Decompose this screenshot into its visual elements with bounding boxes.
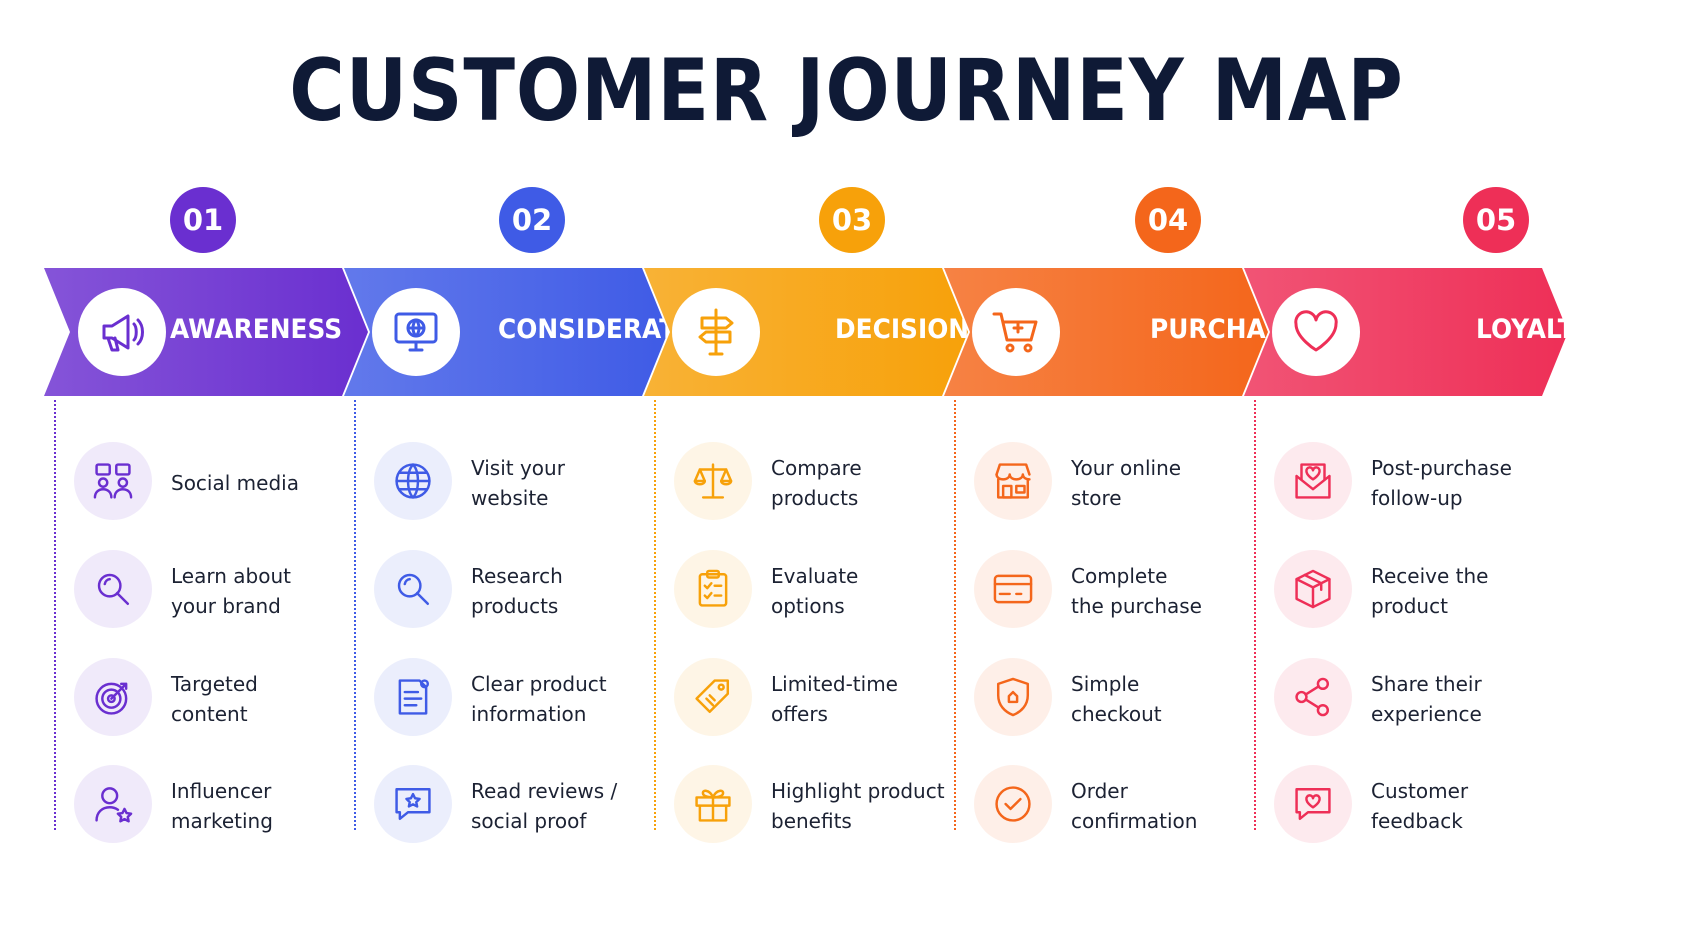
touchpoint-item: Customer feedback <box>1274 765 1574 847</box>
share-icon <box>1274 658 1352 736</box>
chat-star-icon <box>374 765 452 843</box>
shield-icon <box>974 658 1052 736</box>
touchpoint-item: Read reviews / social proof <box>374 765 674 847</box>
storefront-icon <box>974 442 1052 520</box>
stage-label: DECISION <box>835 314 970 345</box>
touchpoint-item: Limited-time offers <box>674 658 974 740</box>
globe-icon <box>374 442 452 520</box>
stage-label: AWARENESS <box>170 314 343 345</box>
touchpoint-label: Order confirmation <box>1071 779 1198 833</box>
touchpoint-label: Read reviews / social proof <box>471 779 618 833</box>
package-icon <box>1274 550 1352 628</box>
clipboard-check-icon <box>674 550 752 628</box>
magnifier-icon <box>374 550 452 628</box>
shopping-cart-icon <box>972 288 1060 376</box>
magnifier-icon <box>74 550 152 628</box>
touchpoint-label: Learn about your brand <box>171 564 291 618</box>
scales-icon <box>674 442 752 520</box>
touchpoint-item: Targeted content <box>74 658 374 740</box>
heart-icon <box>1272 288 1360 376</box>
step-number-badge: 01 <box>170 187 236 253</box>
credit-card-icon <box>974 550 1052 628</box>
touchpoint-label: Compare products <box>771 456 862 510</box>
document-icon <box>374 658 452 736</box>
step-number-badge: 04 <box>1135 187 1201 253</box>
touchpoint-item: Learn about your brand <box>74 550 374 632</box>
touchpoint-item: Complete the purchase <box>974 550 1274 632</box>
touchpoint-item: Social media <box>74 442 374 524</box>
envelope-heart-icon <box>1274 442 1352 520</box>
chat-heart-icon <box>1274 765 1352 843</box>
touchpoint-label: Clear product information <box>471 672 607 726</box>
touchpoint-item: Research products <box>374 550 674 632</box>
touchpoint-label: Complete the purchase <box>1071 564 1202 618</box>
touchpoint-item: Receive the product <box>1274 550 1574 632</box>
step-number-badge: 05 <box>1463 187 1529 253</box>
touchpoint-item: Your online store <box>974 442 1274 524</box>
touchpoint-label: Highlight product benefits <box>771 779 945 833</box>
touchpoint-label: Targeted content <box>171 672 258 726</box>
megaphone-icon <box>78 288 166 376</box>
touchpoint-label: Evaluate options <box>771 564 859 618</box>
touchpoint-label: Influencer marketing <box>171 779 273 833</box>
touchpoint-item: Compare products <box>674 442 974 524</box>
touchpoint-label: Research products <box>471 564 563 618</box>
touchpoint-label: Post-purchase follow-up <box>1371 456 1512 510</box>
touchpoint-item: Influencer marketing <box>74 765 374 847</box>
touchpoint-label: Simple checkout <box>1071 672 1162 726</box>
user-star-icon <box>74 765 152 843</box>
stage-label: LOYALTY <box>1476 314 1593 345</box>
touchpoint-item: Visit your website <box>374 442 674 524</box>
step-number-badge: 03 <box>819 187 885 253</box>
social-users-icon <box>74 442 152 520</box>
stage-dotted-line <box>954 400 956 830</box>
touchpoint-item: Share their experience <box>1274 658 1574 740</box>
check-circle-icon <box>974 765 1052 843</box>
touchpoint-item: Evaluate options <box>674 550 974 632</box>
touchpoint-label: Limited-time offers <box>771 672 898 726</box>
monitor-globe-icon <box>372 288 460 376</box>
touchpoint-label: Visit your website <box>471 456 565 510</box>
touchpoint-label: Customer feedback <box>1371 779 1469 833</box>
touchpoint-label: Your online store <box>1071 456 1182 510</box>
gift-icon <box>674 765 752 843</box>
touchpoint-item: Simple checkout <box>974 658 1274 740</box>
touchpoint-item: Order confirmation <box>974 765 1274 847</box>
stage-dotted-line <box>1254 400 1256 830</box>
step-number-badge: 02 <box>499 187 565 253</box>
touchpoint-label: Social media <box>171 471 299 495</box>
price-tag-icon <box>674 658 752 736</box>
touchpoint-label: Share their experience <box>1371 672 1482 726</box>
stage-dotted-line <box>54 400 56 830</box>
touchpoint-item: Highlight product benefits <box>674 765 974 847</box>
touchpoint-item: Clear product information <box>374 658 674 740</box>
touchpoint-item: Post-purchase follow-up <box>1274 442 1574 524</box>
touchpoint-label: Receive the product <box>1371 564 1489 618</box>
stage-dotted-line <box>654 400 656 830</box>
signpost-icon <box>672 288 760 376</box>
stage-dotted-line <box>354 400 356 830</box>
target-icon <box>74 658 152 736</box>
page-title: CUSTOMER JOURNEY MAP <box>289 41 1404 141</box>
